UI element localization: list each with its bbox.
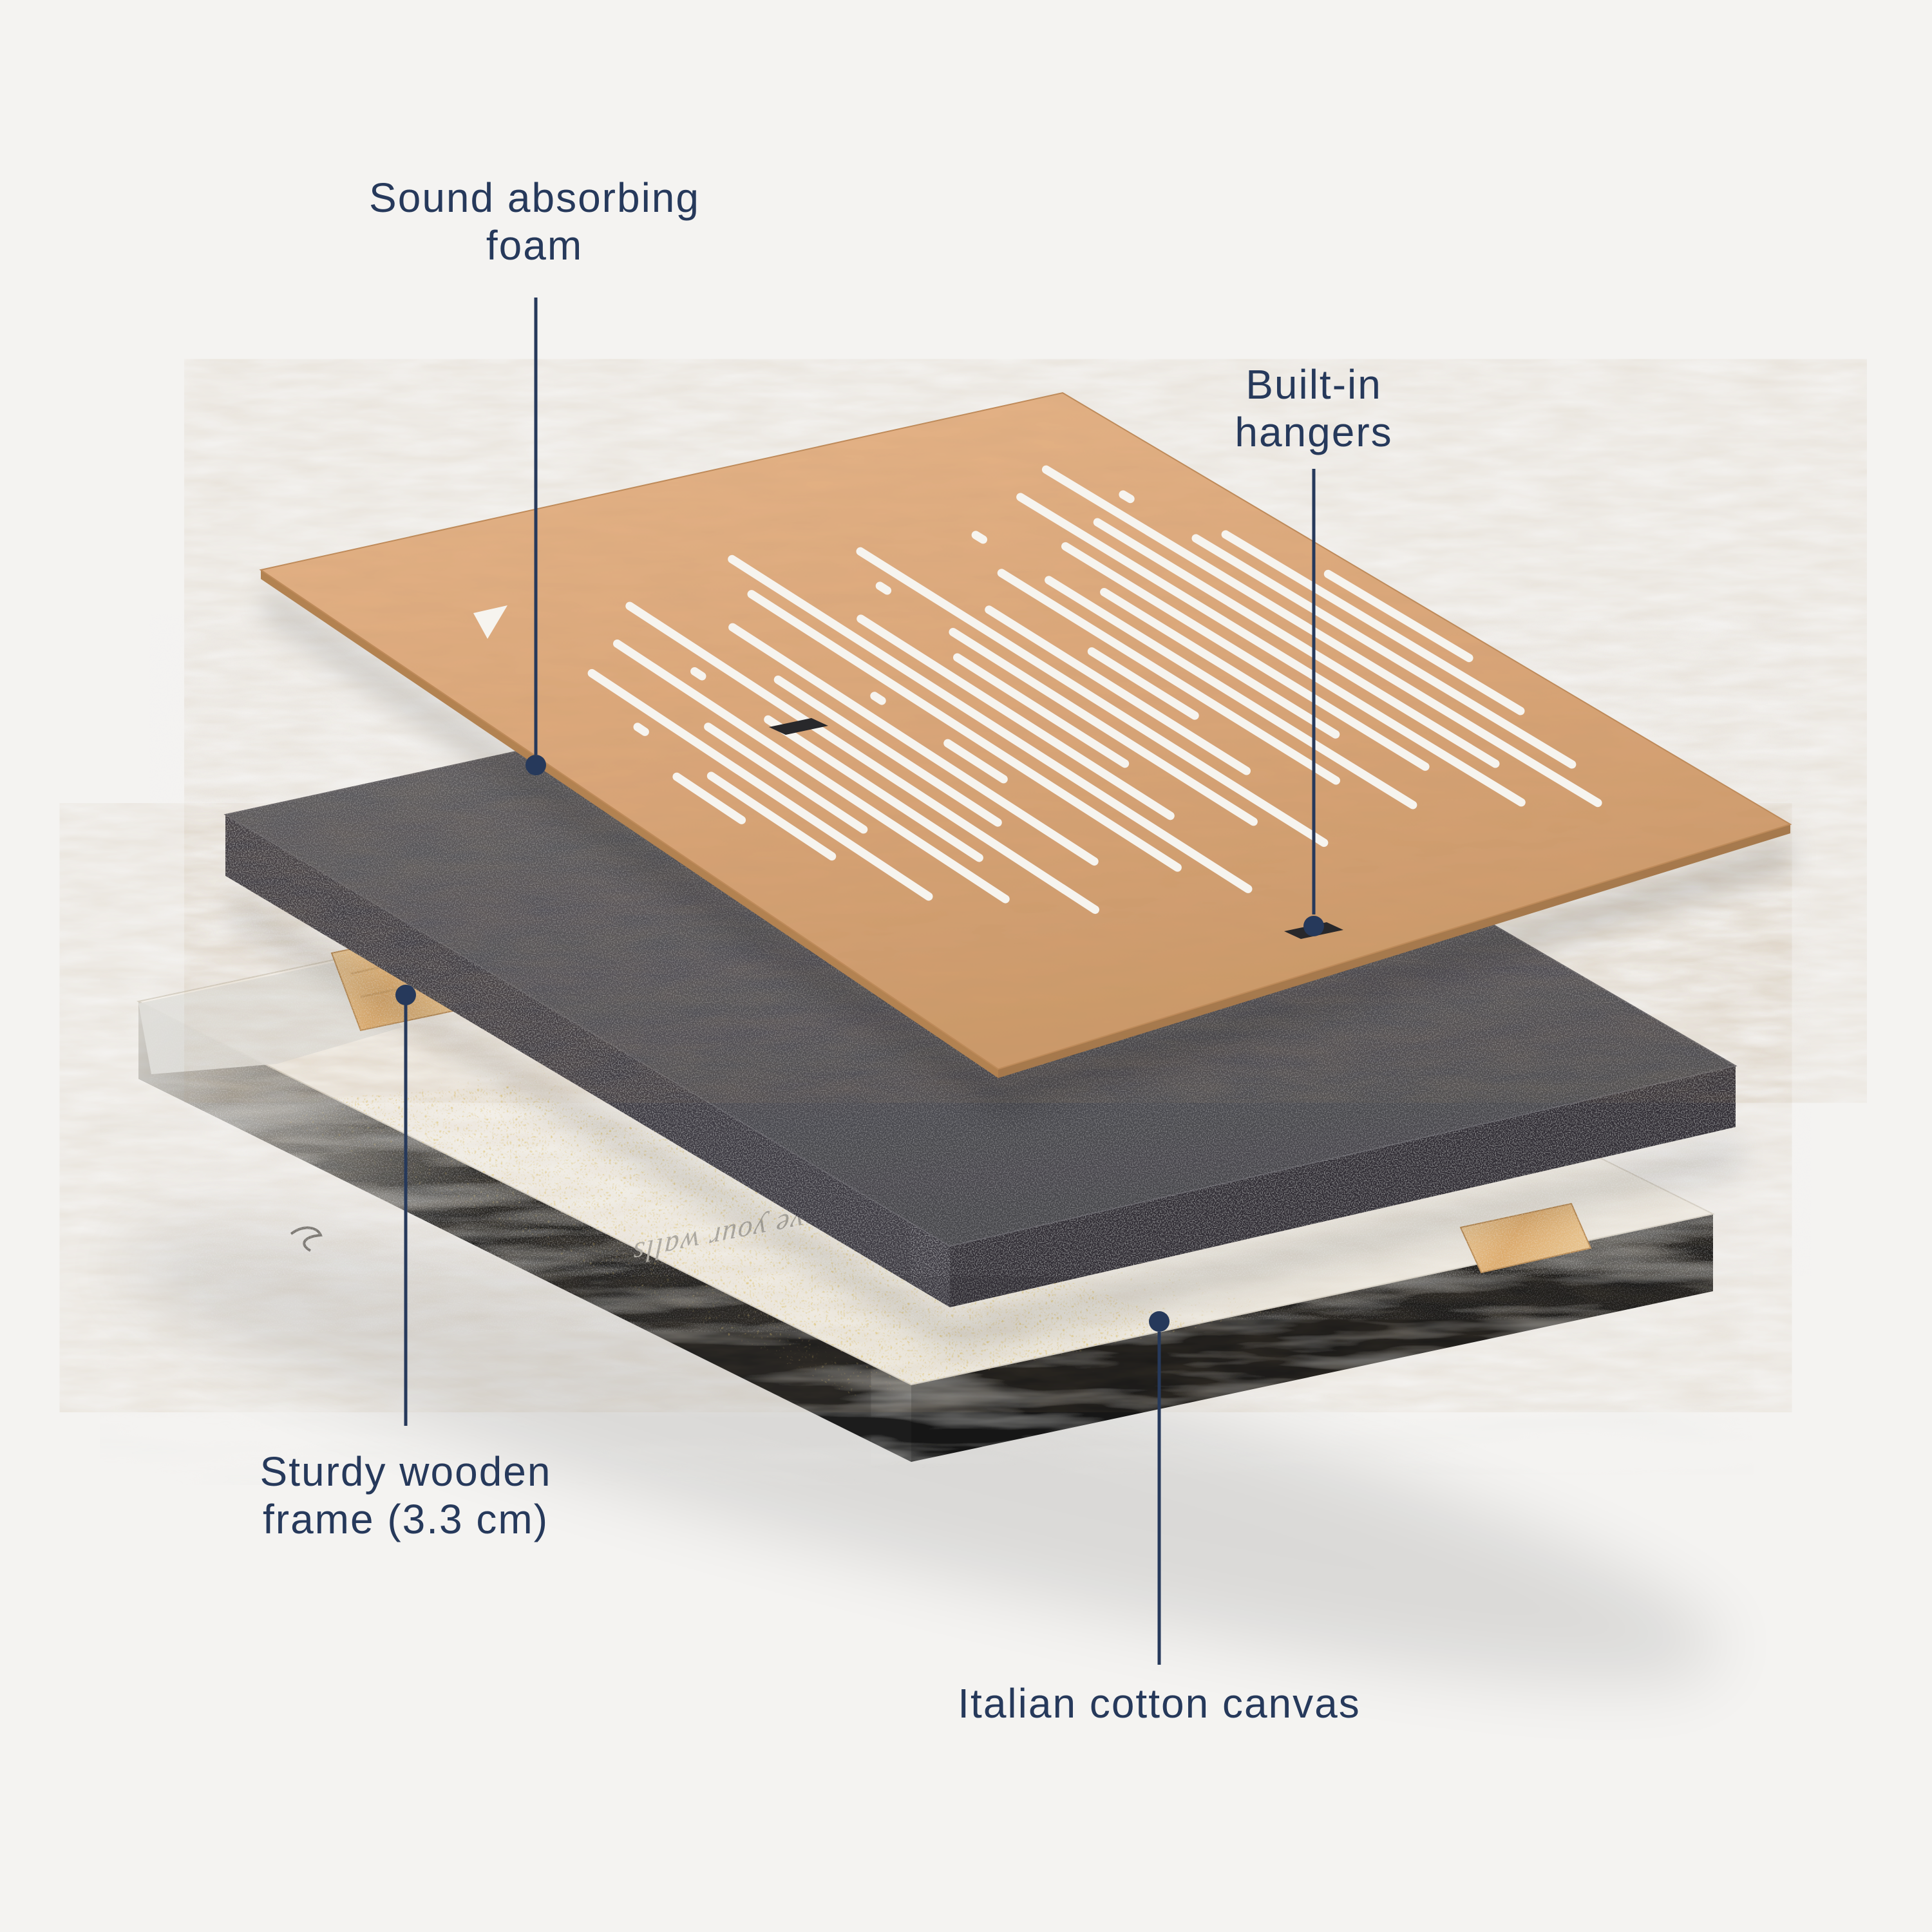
pointer-dot-foam — [526, 755, 546, 775]
canvas-marble-area — [138, 961, 402, 1074]
waveform-slot — [1087, 647, 1199, 720]
foam-side-right — [950, 1066, 1736, 1307]
board-top-face — [259, 392, 1792, 1070]
waveform-slot — [728, 554, 1253, 893]
waveform-slot — [1093, 518, 1500, 768]
hanger-slot-1 — [769, 718, 828, 735]
waveform-slot — [875, 582, 892, 595]
waveform-slot — [1100, 588, 1340, 739]
waveform-slot — [728, 623, 1099, 866]
pointer-dot-frame — [395, 985, 416, 1005]
waveform-slot — [870, 692, 886, 705]
label-line: Italian cotton canvas — [958, 1680, 1361, 1727]
waveform-slot — [1061, 542, 1430, 771]
waveform-slot — [633, 723, 649, 736]
waveform-slot — [1041, 465, 1602, 808]
waveform-slot — [1119, 490, 1135, 504]
waveform-slot — [971, 531, 987, 544]
waveform-slot — [747, 590, 1182, 872]
label-line: Sound absorbing — [369, 175, 700, 221]
annotation-pointers — [395, 298, 1324, 1665]
waveform-slot — [1045, 576, 1417, 810]
waveform-slot — [1221, 530, 1525, 715]
waveform-slot — [1016, 493, 1526, 807]
board-edge-left — [261, 570, 998, 1078]
waveform-cutouts — [587, 465, 1602, 914]
waveform-slot — [856, 547, 1329, 848]
waveform-slot — [997, 569, 1340, 785]
waveform-slot — [773, 676, 1002, 827]
waveform-slot — [672, 772, 746, 824]
waveform-slot — [1323, 569, 1473, 663]
waveform-slot — [613, 639, 1010, 904]
waveform-slot — [587, 668, 933, 901]
waveform-slot — [706, 772, 837, 861]
waveform-slot — [625, 601, 1099, 914]
canvas-side-right — [911, 1214, 1713, 1462]
waveform-slot — [764, 715, 983, 862]
waveform-slot — [704, 723, 868, 834]
label-italian-cotton-canvas: Italian cotton canvas — [958, 1680, 1360, 1727]
foam-side-left — [225, 815, 950, 1307]
triangle-cutout — [473, 605, 507, 639]
canvas-handwriting-scribble — [290, 1226, 323, 1252]
waveform-slot — [953, 653, 1130, 768]
pointer-dot-hangers — [1303, 916, 1324, 936]
board-cast-shadow — [264, 583, 1792, 1115]
pointer-dot-canvas — [1149, 1311, 1170, 1332]
waveform-slot — [690, 667, 706, 681]
board-edge-right — [998, 824, 1790, 1078]
waveform-slot — [943, 739, 1008, 784]
label-line: foam — [486, 222, 583, 269]
waveform-slot — [949, 628, 1258, 826]
label-built-in-hangers: Built-in hangers — [1235, 361, 1392, 456]
label-line: hangers — [1235, 409, 1393, 456]
label-line: Built-in — [1245, 361, 1382, 408]
label-line: Sturdy wooden — [260, 1448, 552, 1495]
label-sturdy-wooden-frame: Sturdy wooden frame (3.3 cm) — [260, 1448, 552, 1543]
mdf-board-layer — [259, 392, 1792, 1078]
waveform-slot — [857, 614, 1175, 820]
waveform-slot — [985, 605, 1251, 775]
foam-cast-shadow — [232, 889, 1739, 1352]
label-sound-absorbing-foam: Sound absorbing foam — [369, 174, 700, 269]
label-line: frame (3.3 cm) — [262, 1496, 549, 1543]
waveform-slot — [1191, 534, 1577, 769]
